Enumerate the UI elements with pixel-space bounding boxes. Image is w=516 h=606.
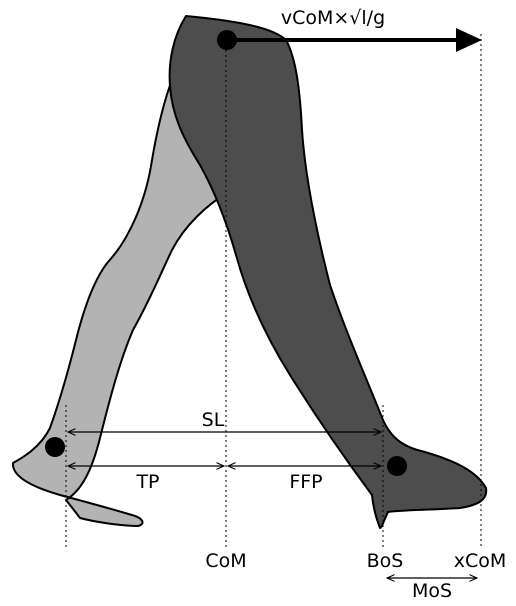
ankle-marker-front	[387, 456, 407, 476]
ankle-marker-back	[45, 437, 65, 457]
ffp-label: FFP	[289, 471, 322, 493]
bos-label: BoS	[367, 550, 404, 572]
tp-label: TP	[135, 471, 159, 493]
velocity-arrowhead	[456, 28, 482, 52]
sl-label: SL	[202, 409, 225, 431]
leading-leg	[170, 16, 487, 528]
mos-label: MoS	[412, 580, 452, 602]
xcom-label: xCoM	[454, 550, 507, 572]
com-marker	[217, 30, 237, 50]
velocity-label: vCoM×√l/g	[281, 7, 385, 29]
com-label: CoM	[205, 550, 246, 572]
